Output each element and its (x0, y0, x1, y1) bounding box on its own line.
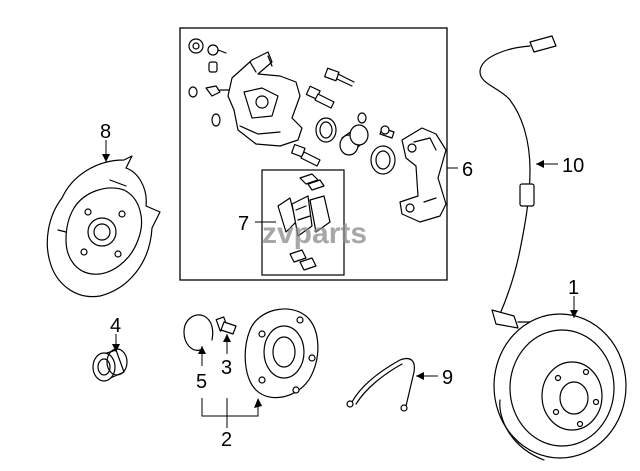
backing-plate (46, 155, 161, 298)
caliper-carrier (399, 127, 447, 223)
wheel-bearing (92, 348, 128, 382)
brake-pads (277, 173, 331, 271)
callout-10: 10 (562, 155, 584, 177)
callout-6: 6 (462, 159, 473, 181)
callout-4: 4 (110, 315, 121, 337)
hub-bolt (215, 316, 237, 335)
piston-parts (315, 117, 396, 175)
caliper-housing (227, 51, 303, 147)
brake-hose (346, 357, 415, 412)
leader-lines (102, 140, 578, 428)
snap-ring (183, 314, 214, 351)
callout-1: 1 (568, 277, 579, 299)
caliper-hardware (188, 38, 231, 127)
caliper-group-frame (179, 27, 448, 281)
callout-7: 7 (238, 213, 249, 235)
caliper-bolts (290, 67, 395, 167)
callout-5: 5 (196, 371, 207, 393)
callout-2: 2 (221, 429, 232, 451)
wheel-speed-sensor (479, 35, 557, 329)
brake-rotor (493, 313, 627, 461)
wheel-hub (244, 308, 319, 399)
callout-8: 8 (100, 121, 111, 143)
callout-9: 9 (442, 367, 453, 389)
callout-3: 3 (221, 357, 232, 379)
watermark-logo: zvparts (262, 217, 367, 250)
